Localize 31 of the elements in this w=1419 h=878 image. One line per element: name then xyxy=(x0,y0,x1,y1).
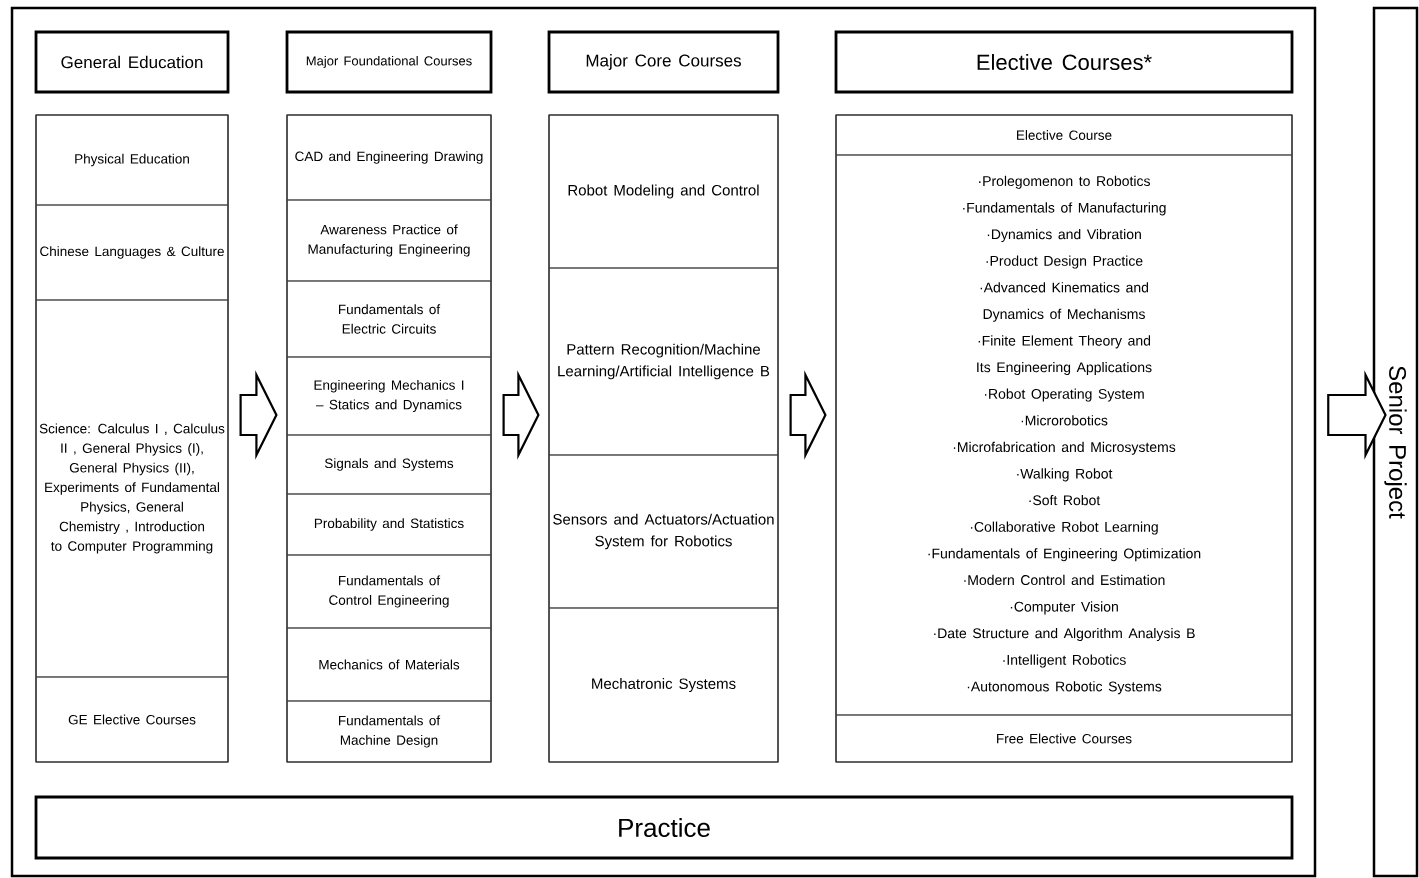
block-arrow xyxy=(789,370,827,460)
block-arrow xyxy=(502,370,540,460)
course-cell: Signals and Systems xyxy=(286,434,492,495)
category-box: Major Core Courses xyxy=(547,30,780,94)
course-cell: Physical Education xyxy=(35,114,229,206)
category-box: Practice xyxy=(34,795,1294,860)
course-cell: Robot Modeling and Control xyxy=(548,114,779,269)
course-cell: ·Prolegomenon to Robotics ·Fundamentals of Manufacturing ·Dynamics and Vibration ·Product Design Practice ·Advanced Kinematics and Dynamics of Mechanisms ·Finite Element Theory and Its Engineering Applications ·Robot Operating System ·Microrobotics ·Microfabrication and Microsystems ·Walking Robot ·Soft Robot ·Collaborative Robot Learning ·Fundamentals of Engineering Optimization ·Modern Control and Estimation ·Computer Vision ·Date Structure and Algorithm Analysis B ·Intelligent Robotics ·Autonomous Robotic Systems xyxy=(835,154,1293,716)
course-cell: Sensors and Actuators/Actuation System for Robotics xyxy=(548,454,779,609)
category-box: Major Foundational Courses xyxy=(285,30,493,94)
course-cell: Pattern Recognition/Machine Learning/Artificial Intelligence B xyxy=(548,267,779,456)
course-cell: Mechanics of Materials xyxy=(286,627,492,702)
course-cell: GE Elective Courses xyxy=(35,676,229,763)
course-cell: CAD and Engineering Drawing xyxy=(286,114,492,201)
course-cell: Probability and Statistics xyxy=(286,493,492,556)
course-cell: Chinese Languages & Culture xyxy=(35,204,229,301)
block-arrow xyxy=(239,370,278,460)
project-box: Senior Project xyxy=(1372,6,1419,878)
course-cell: Fundamentals of Control Engineering xyxy=(286,554,492,629)
course-cell: Elective Course xyxy=(835,114,1293,156)
course-cell: Mechatronic Systems xyxy=(548,607,779,763)
course-cell: Fundamentals of Machine Design xyxy=(286,700,492,763)
course-cell: Science: Calculus I , Calculus II , General Physics (I), General Physics (II), Experiments of Fundamental Physics, General Chemistry , Introduction to Computer Programming xyxy=(35,299,229,678)
program-frame xyxy=(10,6,1317,878)
course-cell: Fundamentals of Electric Circuits xyxy=(286,280,492,358)
block-arrow xyxy=(1327,370,1387,460)
category-box: Elective Courses* xyxy=(834,30,1294,94)
category-box: General Education xyxy=(34,30,230,94)
course-cell: Free Elective Courses xyxy=(835,714,1293,763)
course-cell: Awareness Practice of Manufacturing Engineering xyxy=(286,199,492,282)
course-cell: Engineering Mechanics I – Statics and Dynamics xyxy=(286,356,492,436)
